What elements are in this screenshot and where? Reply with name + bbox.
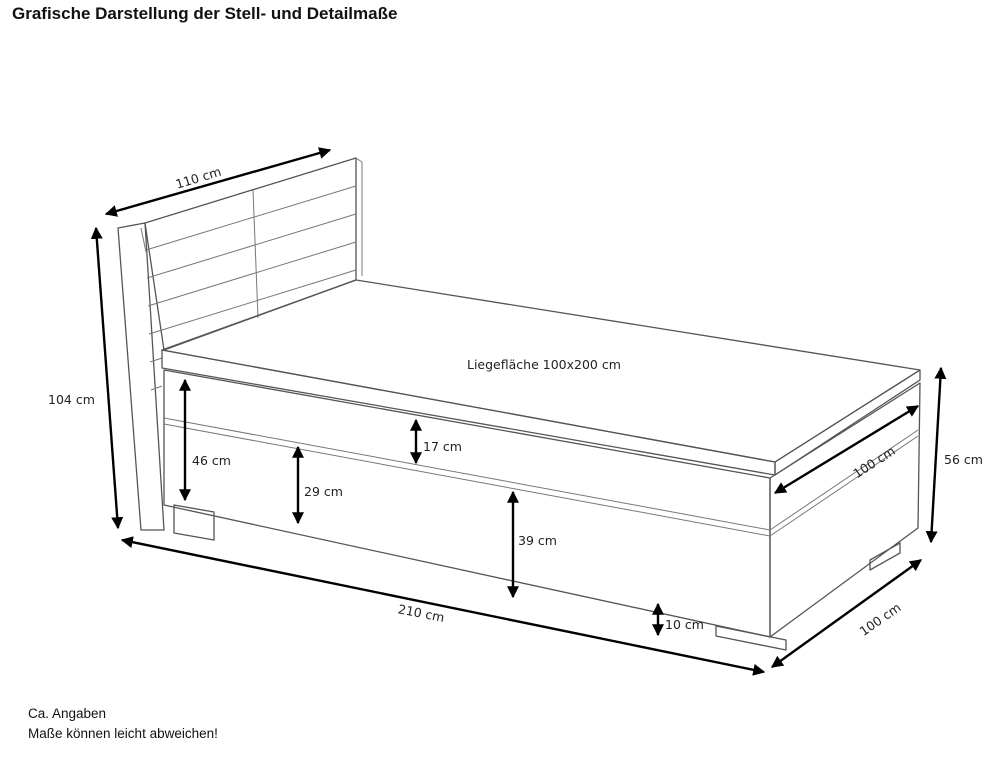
bed-feet [173,504,901,651]
label-feet-height: 10 cm [665,617,704,632]
headboard [117,157,363,531]
label-side-height-left: 46 cm [192,453,231,468]
arrow-headboard-width [104,147,332,217]
label-box-height: 29 cm [304,484,343,499]
label-side-height-right: 56 cm [944,452,983,467]
arrow-side-height-right [925,366,947,544]
arrow-surface-width [773,404,920,495]
box-spring [163,369,921,638]
arrow-total-length [120,536,766,676]
label-total-width: 100 cm [857,600,904,639]
diagram-title: Grafische Darstellung der Stell- und Det… [12,4,398,23]
note-approximate: Ca. Angaben [28,706,107,721]
arrow-total-width [771,559,922,668]
note-deviation: Maße können leicht abweichen! [28,726,218,741]
label-surface-width: 100 cm [850,443,897,481]
label-box-height-center: 39 cm [518,533,557,548]
label-total-height: 104 cm [48,392,95,407]
label-topper-height: 17 cm [423,439,462,454]
label-lying-surface: Liegefläche 100x200 cm [467,357,621,372]
mattress [161,279,921,476]
arrow-total-height [90,226,124,530]
